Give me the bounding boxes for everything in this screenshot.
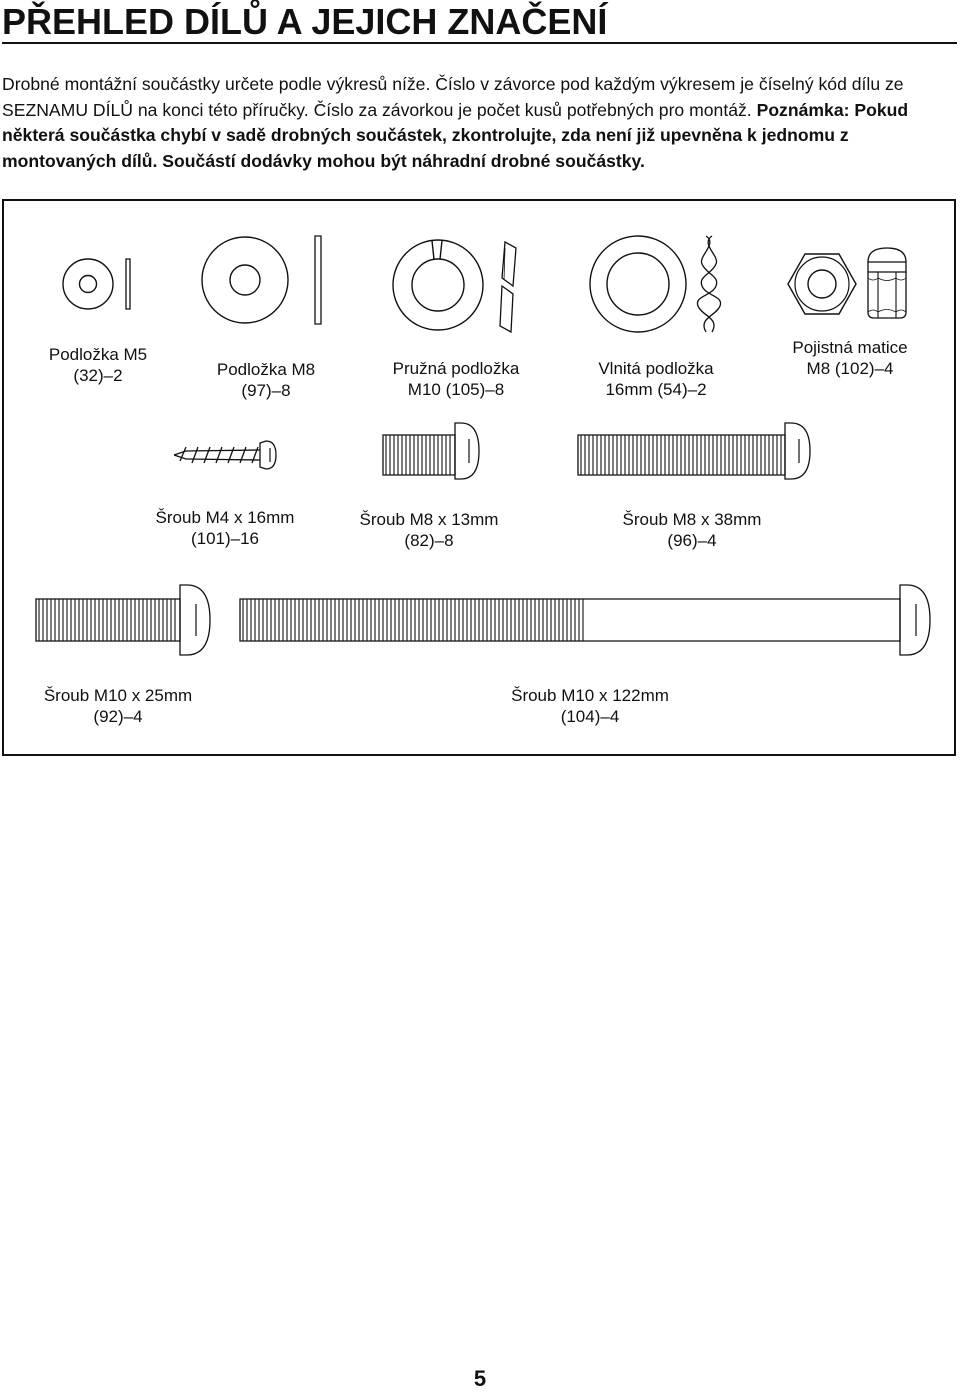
washer-m5-drawing — [62, 258, 142, 310]
screw-m4x16-drawing — [172, 437, 276, 473]
wave-washer-16mm-label: Vlnitá podložka 16mm (54)–2 — [598, 359, 714, 399]
bolt-m10x25-drawing — [34, 585, 210, 655]
page-number: 5 — [473, 1366, 487, 1391]
intro-note: Poznámka: Pokud některá součástka chybí … — [2, 99, 909, 171]
page-title: PŘEHLED DÍLŮ A JEJICH ZNAČENÍ — [2, 2, 957, 44]
washer-m5-label: Podložka M5 (32)–2 — [48, 345, 148, 385]
bolt-m10x25-label: Šroub M10 x 25mm (92)–4 — [43, 686, 193, 726]
washer-m8-label: Podložka M8 (97)–8 — [216, 360, 316, 400]
wave-washer-16mm-drawing — [590, 234, 730, 334]
lock-nut-m8-drawing — [784, 246, 924, 326]
intro-text: Drobné montážní součástky určete podle v… — [2, 74, 904, 120]
intro-paragraph: Drobné montážní součástky určete podle v… — [2, 72, 952, 174]
bolt-m8x38-label: Šroub M8 x 38mm (96)–4 — [622, 510, 762, 550]
spring-washer-m10-label: Pružná podložka M10 (105)–8 — [392, 359, 520, 399]
screw-m4x16-label: Šroub M4 x 16mm (101)–16 — [155, 508, 295, 548]
spring-washer-m10-drawing — [392, 238, 532, 334]
bolt-m10x122-label: Šroub M10 x 122mm (104)–4 — [511, 686, 669, 726]
lock-nut-m8-label: Pojistná matice M8 (102)–4 — [792, 338, 908, 378]
bolt-m8x13-label: Šroub M8 x 13mm (82)–8 — [359, 510, 499, 550]
bolt-m8x13-drawing — [381, 423, 479, 479]
washer-m8-drawing — [202, 236, 332, 324]
parts-identification-chart: Podložka M5 (32)–2 Podložka M8 (97)–8 Pr… — [2, 199, 956, 756]
bolt-m10x122-drawing — [238, 585, 930, 655]
bolt-m8x38-drawing — [576, 423, 810, 479]
